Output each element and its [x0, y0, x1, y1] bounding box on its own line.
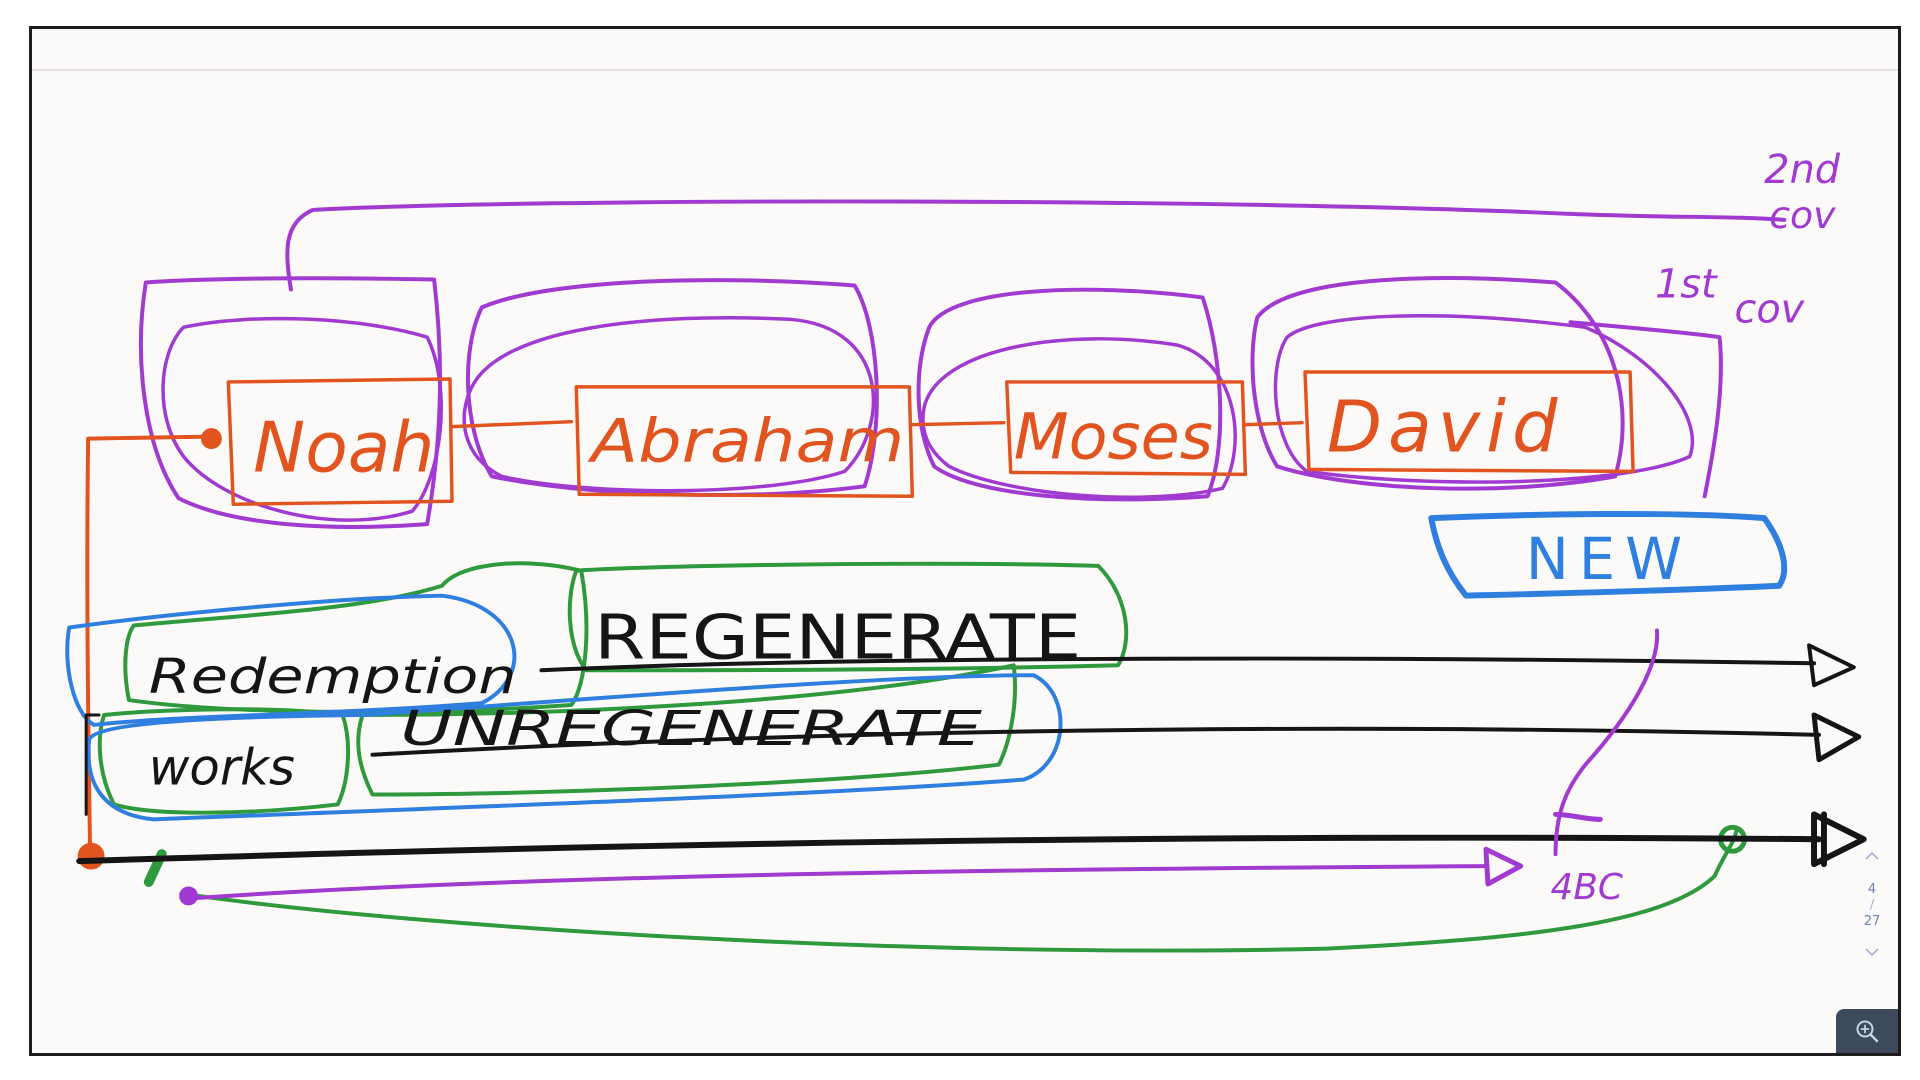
- works-bracket: [84, 713, 101, 816]
- david-label: David: [1327, 386, 1564, 469]
- regenerate-timeline: [539, 656, 1817, 673]
- second-covenant-bracket: [285, 199, 1787, 292]
- abraham-purple-outline: [466, 278, 879, 497]
- timeline-date-label: 4BC: [1551, 867, 1623, 908]
- abraham-orange-box: [574, 385, 915, 499]
- new-covenant-box: [1428, 510, 1788, 599]
- timeline-origin-dot: [77, 842, 105, 870]
- current-page-number: 4: [1867, 882, 1877, 897]
- orange-vertical-spine: [85, 434, 211, 857]
- david-purple-loop: [1273, 314, 1695, 484]
- regenerate-arrowhead: [1807, 643, 1856, 688]
- toolbar-divider: [32, 69, 1898, 71]
- green-return-arc: [196, 828, 1739, 953]
- main-timeline-arrowhead: [1811, 811, 1867, 868]
- works-label: works: [149, 739, 295, 797]
- main-timeline: [76, 834, 1822, 865]
- second-covenant-sub-label: cov: [1769, 193, 1836, 237]
- noah-orange-box: [226, 377, 454, 506]
- david-purple-outline: [1250, 276, 1625, 491]
- noah-anchor-dot: [200, 428, 222, 450]
- works-green-box: [97, 707, 351, 815]
- new-covenant-label: NEW: [1526, 525, 1692, 593]
- zoom-in-icon: [1856, 1020, 1879, 1043]
- unregenerate-label: UNREGENERATE: [400, 702, 983, 757]
- purple-arrowhead: [1483, 846, 1524, 887]
- regenerate-label: REGENERATE: [594, 601, 1081, 673]
- new-pointer-line: [1553, 628, 1660, 857]
- purple-timeline-arc: [181, 864, 1488, 901]
- chevron-down-icon[interactable]: [1860, 940, 1884, 964]
- noah-label: Noah: [253, 407, 434, 488]
- david-orange-box: [1303, 370, 1635, 474]
- redemption-label: Redemption: [149, 650, 517, 705]
- first-covenant-label: 1st: [1655, 261, 1718, 307]
- second-covenant-label: 2nd: [1764, 147, 1840, 193]
- unregenerate-arrowhead: [1811, 712, 1862, 763]
- page-navigation: 4 / 27: [1858, 844, 1886, 984]
- first-covenant-sub-label: cov: [1734, 286, 1805, 332]
- noah-purple-outline: [139, 276, 443, 529]
- moses-orange-box: [1005, 380, 1248, 477]
- purple-start-dot: [179, 886, 198, 906]
- moses-label: Moses: [1014, 400, 1213, 474]
- new-pointer-flag: [1553, 811, 1603, 822]
- abraham-label: Abraham: [587, 407, 905, 476]
- zoom-button[interactable]: [1836, 1009, 1898, 1053]
- drawing-canvas[interactable]: Noah Abraham Moses David 2nd cov 1st cov…: [32, 29, 1898, 1053]
- moses-purple-loop: [921, 337, 1237, 499]
- unregenerate-green-box: [356, 663, 1018, 797]
- whiteboard-frame: Noah Abraham Moses David 2nd cov 1st cov…: [29, 26, 1901, 1056]
- redemption-blue-outline: [65, 593, 517, 727]
- total-pages-number: 27: [1863, 914, 1881, 929]
- page-separator: /: [1869, 898, 1875, 913]
- unregenerate-timeline: [370, 726, 1821, 757]
- unregenerate-blue-outline: [86, 673, 1063, 822]
- abraham-purple-loop: [462, 315, 876, 493]
- abraham-moses-connector: [910, 420, 1006, 427]
- first-covenant-connector: [1568, 320, 1723, 499]
- noah-purple-loop: [161, 316, 443, 522]
- moses-david-connector: [1243, 420, 1304, 427]
- chevron-up-icon[interactable]: [1860, 844, 1884, 868]
- noah-abraham-connector: [450, 419, 574, 429]
